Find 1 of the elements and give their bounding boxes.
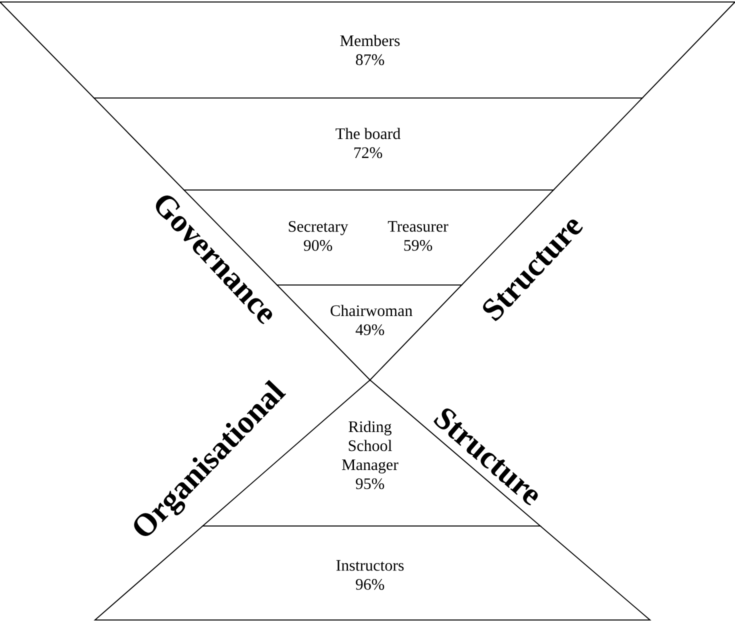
band: Members 87% xyxy=(0,2,735,98)
